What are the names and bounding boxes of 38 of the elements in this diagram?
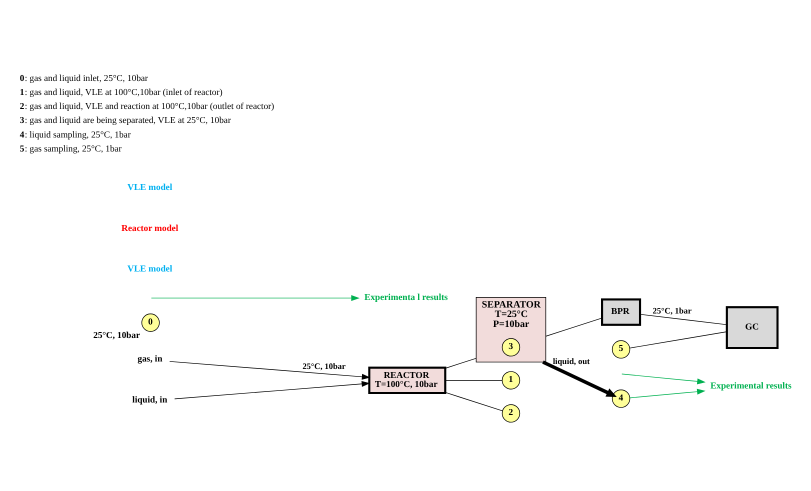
node-text: liquid, in — [132, 394, 168, 404]
node-text: gas, in — [138, 354, 162, 364]
arrow — [150, 295, 360, 302]
label: VLE model — [127, 264, 172, 274]
edge-label: liquid, out — [552, 356, 590, 366]
arrow — [169, 361, 370, 380]
node-circle: 1 — [502, 371, 520, 390]
node-circle: 3 — [502, 338, 520, 356]
connector — [545, 318, 602, 337]
node-circle: 4 — [612, 389, 630, 408]
connector — [630, 331, 728, 348]
arrow — [174, 380, 370, 400]
node-label: 25°C, 10bar — [93, 330, 140, 340]
label: Reactor model — [121, 222, 178, 233]
label: 3: gas and liquid are being separated, VLE at 25°C, 10bar — [20, 115, 231, 126]
edge-label: 25°C, 10bar — [302, 360, 346, 371]
node-box: REACTOR T=100°C, 10bar — [368, 366, 446, 394]
node-circle: 5 — [612, 340, 630, 359]
connector — [445, 358, 477, 369]
node-circle: 2 — [502, 404, 520, 423]
connector — [445, 380, 503, 381]
label: 1: gas and liquid, VLE at 100°C,10bar (inlet of reactor) — [20, 87, 223, 98]
node-text: Experimental results — [710, 380, 792, 390]
node-box: GC — [726, 306, 779, 350]
arrow — [621, 374, 706, 384]
label: 0: gas and liquid inlet, 25°C, 10bar — [20, 73, 148, 84]
label: 5: gas sampling, 25°C, 1bar — [20, 143, 122, 154]
node-text: Experimenta l results — [364, 292, 448, 302]
connector — [640, 314, 728, 326]
edge-label: 25°C, 1bar — [652, 305, 692, 316]
node-circle: 0 — [141, 314, 160, 332]
label: VLE model — [127, 182, 172, 192]
label: 4: liquid sampling, 25°C, 1bar — [20, 129, 131, 140]
arrow — [630, 388, 706, 398]
label: 2: gas and liquid, VLE and reaction at 100°C,10bar (outlet of reactor) — [20, 101, 274, 112]
arrow — [542, 360, 617, 397]
connector — [445, 392, 503, 412]
node-box: BPR — [601, 298, 642, 326]
